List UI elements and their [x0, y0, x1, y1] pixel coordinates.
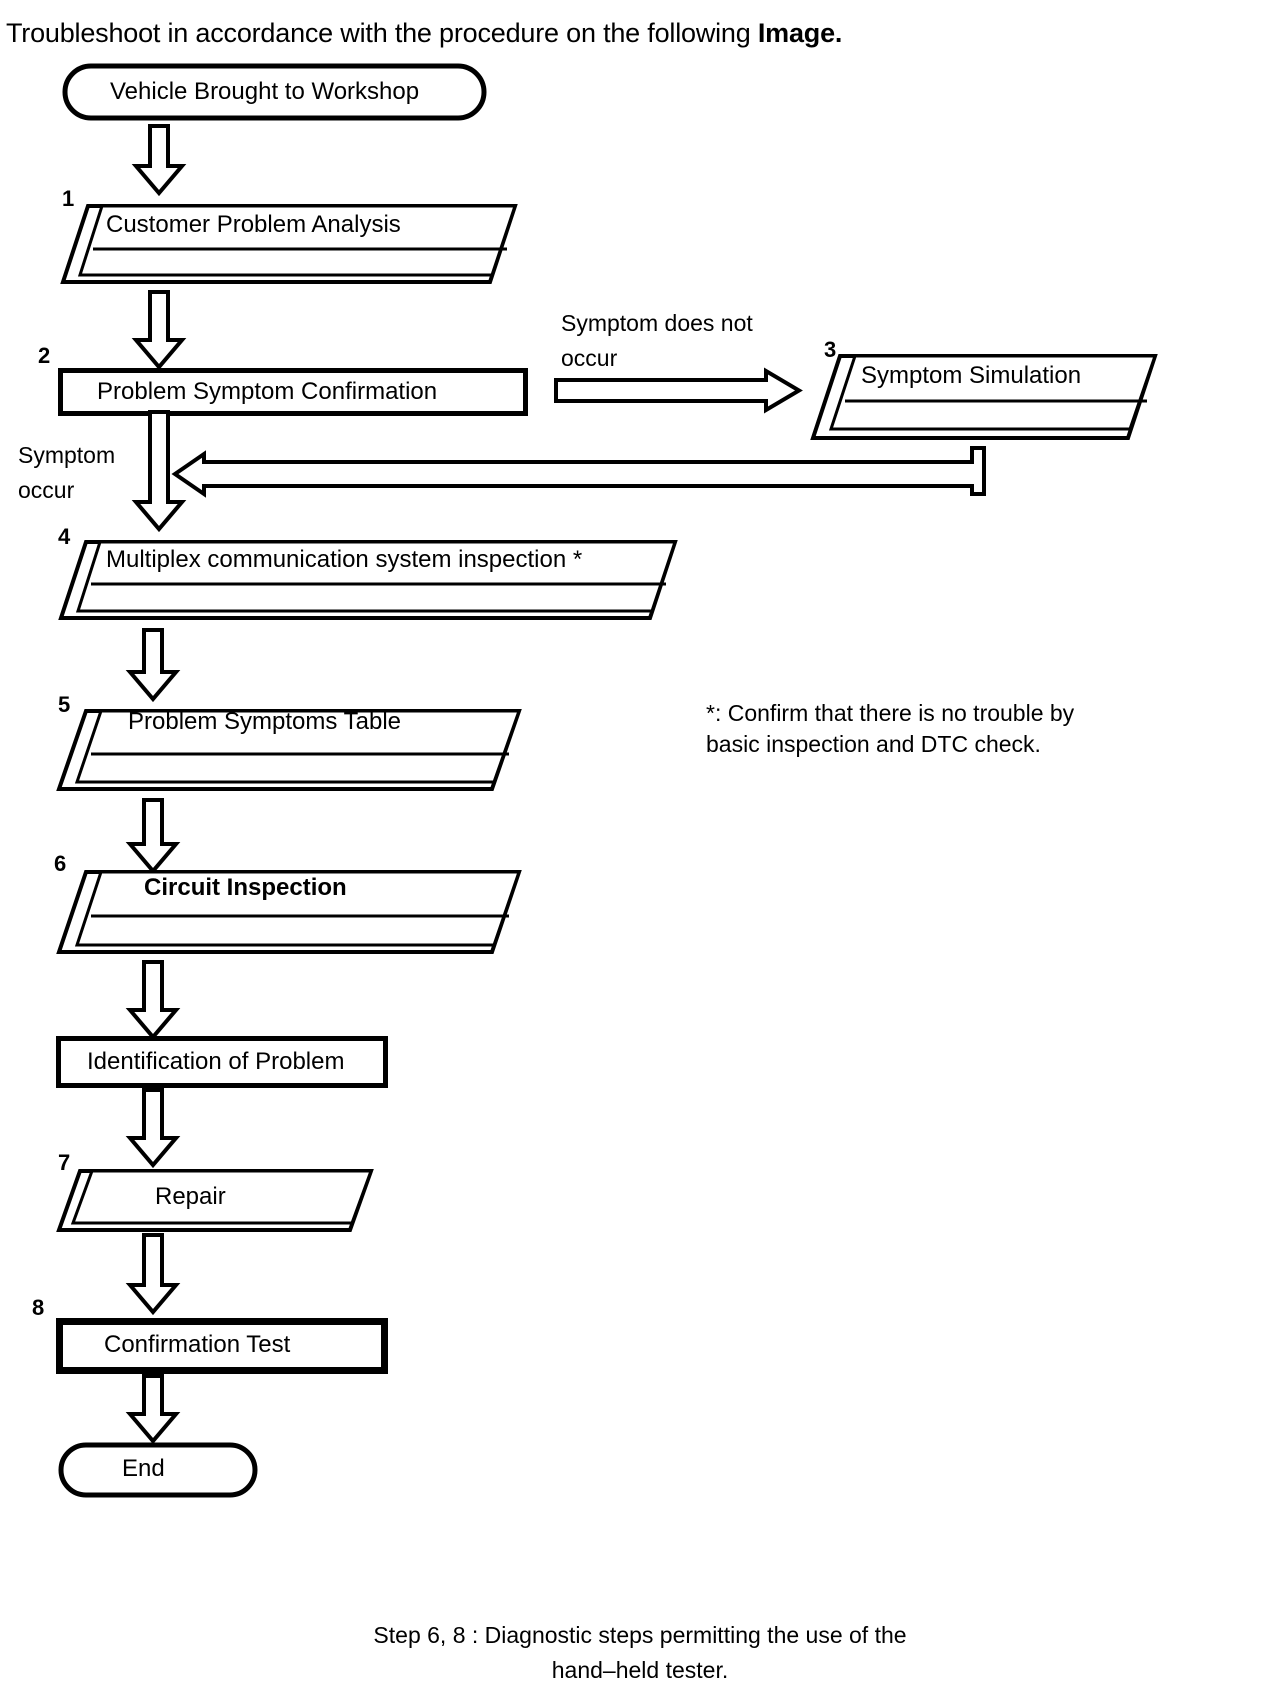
page-title-emphasis: Image.	[757, 18, 843, 48]
step-7-shape	[56, 1168, 374, 1233]
edge-label-symptom-occur: Symptom occur	[18, 442, 116, 503]
step-5-shape	[56, 708, 522, 792]
step-number-7: 7	[58, 1150, 71, 1175]
step-1-label: Customer Problem Analysis	[106, 211, 401, 238]
down-block-arrow-icon	[125, 1088, 181, 1169]
start-terminal-label: Vehicle Brought to Workshop	[110, 78, 420, 105]
step-6-shape	[56, 869, 522, 955]
down-block-arrow-icon	[131, 410, 187, 533]
down-block-arrow-icon	[125, 1374, 181, 1445]
step-1-shape	[60, 203, 518, 285]
step-3-shape	[810, 353, 1158, 441]
return-loop-left-block-arrow-icon	[171, 446, 1000, 500]
step-number-2: 2	[38, 343, 51, 368]
down-block-arrow-icon	[125, 960, 181, 1041]
bottom-caption: Step 6, 8 : Diagnostic steps permitting …	[373, 1622, 907, 1683]
asterisk-note: *: Confirm that there is no trouble by b…	[706, 700, 1075, 757]
down-block-arrow-icon	[125, 798, 181, 875]
step-2-shape	[58, 368, 528, 416]
step-number-4: 4	[58, 524, 71, 549]
step-6-label: Circuit Inspection	[144, 874, 347, 901]
edge-label-symptom-does-not-occur: Symptom does not occur	[561, 310, 753, 371]
step-7-label: Repair	[155, 1183, 226, 1210]
step-number-8: 8	[32, 1295, 45, 1320]
down-block-arrow-icon	[125, 628, 181, 703]
step-number-1: 1	[62, 186, 75, 211]
step-3-label: Symptom Simulation	[861, 362, 1082, 389]
step-number-6: 6	[54, 851, 67, 876]
step-number-5: 5	[58, 692, 71, 717]
page-title-prefix: Troubleshoot in accordance with the proc…	[6, 18, 758, 48]
identification-of-problem-shape	[56, 1036, 388, 1088]
step-number-3: 3	[824, 337, 837, 362]
step-4-shape	[58, 539, 678, 621]
down-block-arrow-icon	[131, 290, 187, 371]
identification-of-problem-label: Identification of Problem	[87, 1048, 345, 1075]
step-2-label: Problem Symptom Confirmation	[97, 378, 438, 405]
step-8-label: Confirmation Test	[104, 1331, 291, 1358]
start-terminal-shape	[62, 63, 487, 121]
down-block-arrow-icon	[125, 1233, 181, 1316]
down-block-arrow-icon	[131, 124, 187, 197]
step-5-label: Problem Symptoms Table	[128, 708, 401, 735]
step-8-shape	[56, 1318, 388, 1374]
page-title: Troubleshoot in accordance with the proc…	[6, 18, 842, 49]
right-block-arrow-icon	[554, 367, 803, 414]
end-terminal-label: End	[122, 1455, 165, 1482]
step-4-label: Multiplex communication system inspectio…	[106, 546, 583, 573]
end-terminal-shape	[58, 1442, 258, 1498]
